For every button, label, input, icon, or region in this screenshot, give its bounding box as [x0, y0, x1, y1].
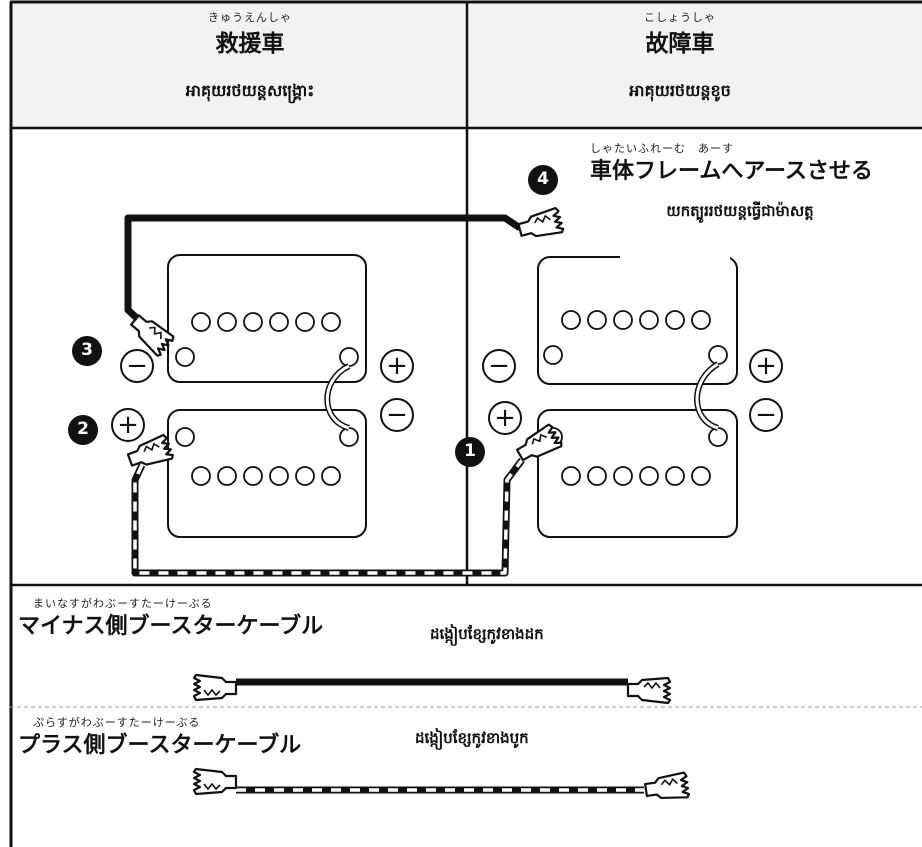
minus-cable-khmer: ដង្កៀបខ្សែកូវខាងដក	[430, 625, 544, 643]
sign-plus-broken-top: +	[755, 351, 777, 381]
terminal-plus-rescue-bottom	[111, 408, 145, 442]
sign-minus-broken-top: −	[488, 351, 510, 381]
minus-cable-title: マイナス側ブースターケーブル	[18, 614, 324, 639]
terminal-minus-rescue-bottom	[380, 398, 414, 432]
sign-plus-rescue-top: +	[386, 351, 408, 381]
terminal-minus-broken-top	[482, 349, 516, 383]
legend-negative-clip-right	[626, 676, 672, 705]
sign-minus-broken-bottom: −	[755, 400, 777, 430]
plus-cable-ruby: ぷらすがわぶーすたーけーぶる	[33, 716, 201, 729]
rescue-title: 救援車	[215, 31, 285, 57]
legend-positive-clip-right	[643, 771, 691, 804]
sign-plus-rescue-bottom: +	[117, 410, 139, 440]
terminal-plus-broken-top	[749, 349, 783, 383]
step-1: 1	[464, 441, 476, 461]
ground-khmer: យកត្បូររថយន្តធ្វើជាម៉ាសត្ត	[666, 202, 814, 220]
broken-battery-bottom	[537, 409, 738, 538]
broken-title: 故障車	[645, 31, 715, 57]
rescue-battery-bottom	[167, 409, 367, 538]
plus-cable-title: プラス側ブースターケーブル	[18, 733, 302, 758]
step-2: 2	[77, 419, 89, 439]
rescue-ruby: きゅうえんしゃ	[208, 11, 292, 24]
rescue-khmer: អាគុយរថយន្តសង្គ្រោះ	[185, 81, 315, 100]
rescue-battery-top	[167, 254, 367, 383]
step-badge-2	[68, 415, 98, 445]
step-3: 3	[81, 340, 93, 360]
step-badge-3	[72, 336, 102, 366]
ground-title: 車体フレームへアースさせる	[590, 159, 873, 184]
terminal-plus-broken-bottom	[488, 401, 522, 435]
step-badge-4	[528, 165, 558, 195]
clip-4	[515, 206, 566, 244]
sign-plus-broken-bottom: +	[494, 403, 516, 433]
minus-cable-ruby: まいなすがわぶーすたーけーぶる	[33, 597, 213, 610]
broken-ruby: こしょうしゃ	[644, 11, 716, 24]
legend-positive-clip-left	[192, 767, 238, 796]
terminal-minus-rescue-top	[120, 349, 154, 383]
sign-minus-rescue-top: −	[126, 351, 148, 381]
negative-cable	[124, 214, 522, 333]
legend-negative-clip-left	[192, 673, 238, 702]
sign-minus-rescue-bottom: −	[386, 400, 408, 430]
terminal-plus-rescue-top	[380, 349, 414, 383]
broken-battery-top	[537, 250, 738, 385]
ground-ruby: しゃたいふれーむ あーす	[590, 142, 734, 155]
step-badge-1	[455, 437, 485, 467]
broken-khmer: អាគុយរថយន្តខូច	[629, 81, 731, 100]
plus-cable-khmer: ដង្កៀបខ្សែកូវខាងបូក	[415, 729, 529, 747]
terminal-minus-broken-bottom	[749, 398, 783, 432]
step-4: 4	[537, 169, 549, 189]
